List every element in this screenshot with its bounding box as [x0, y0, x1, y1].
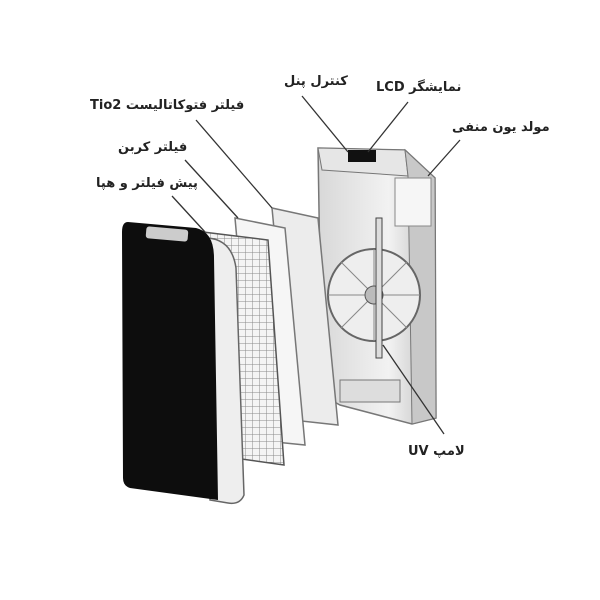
leader-lines — [171, 95, 461, 435]
label-negative-ion-generator: مولد یون منفی — [452, 120, 550, 135]
label-prefilter-hepa: پیش فیلتر و هپا — [96, 176, 198, 191]
uv-lamp — [375, 217, 383, 359]
label-carbon-filter: فیلتر کربن — [118, 140, 188, 155]
label-lcd-display: نمایشگر LCD — [376, 80, 462, 95]
label-uv-lamp: لامپ UV — [408, 444, 465, 459]
main-unit-body — [317, 147, 437, 425]
label-control-panel: کنترل پنل — [284, 74, 348, 89]
ion-generator — [394, 177, 432, 227]
front-panel — [122, 222, 245, 505]
label-tio2-filter: فیلتر فتوکاتالیست Tio2 — [90, 98, 245, 113]
lcd-display — [348, 150, 376, 162]
